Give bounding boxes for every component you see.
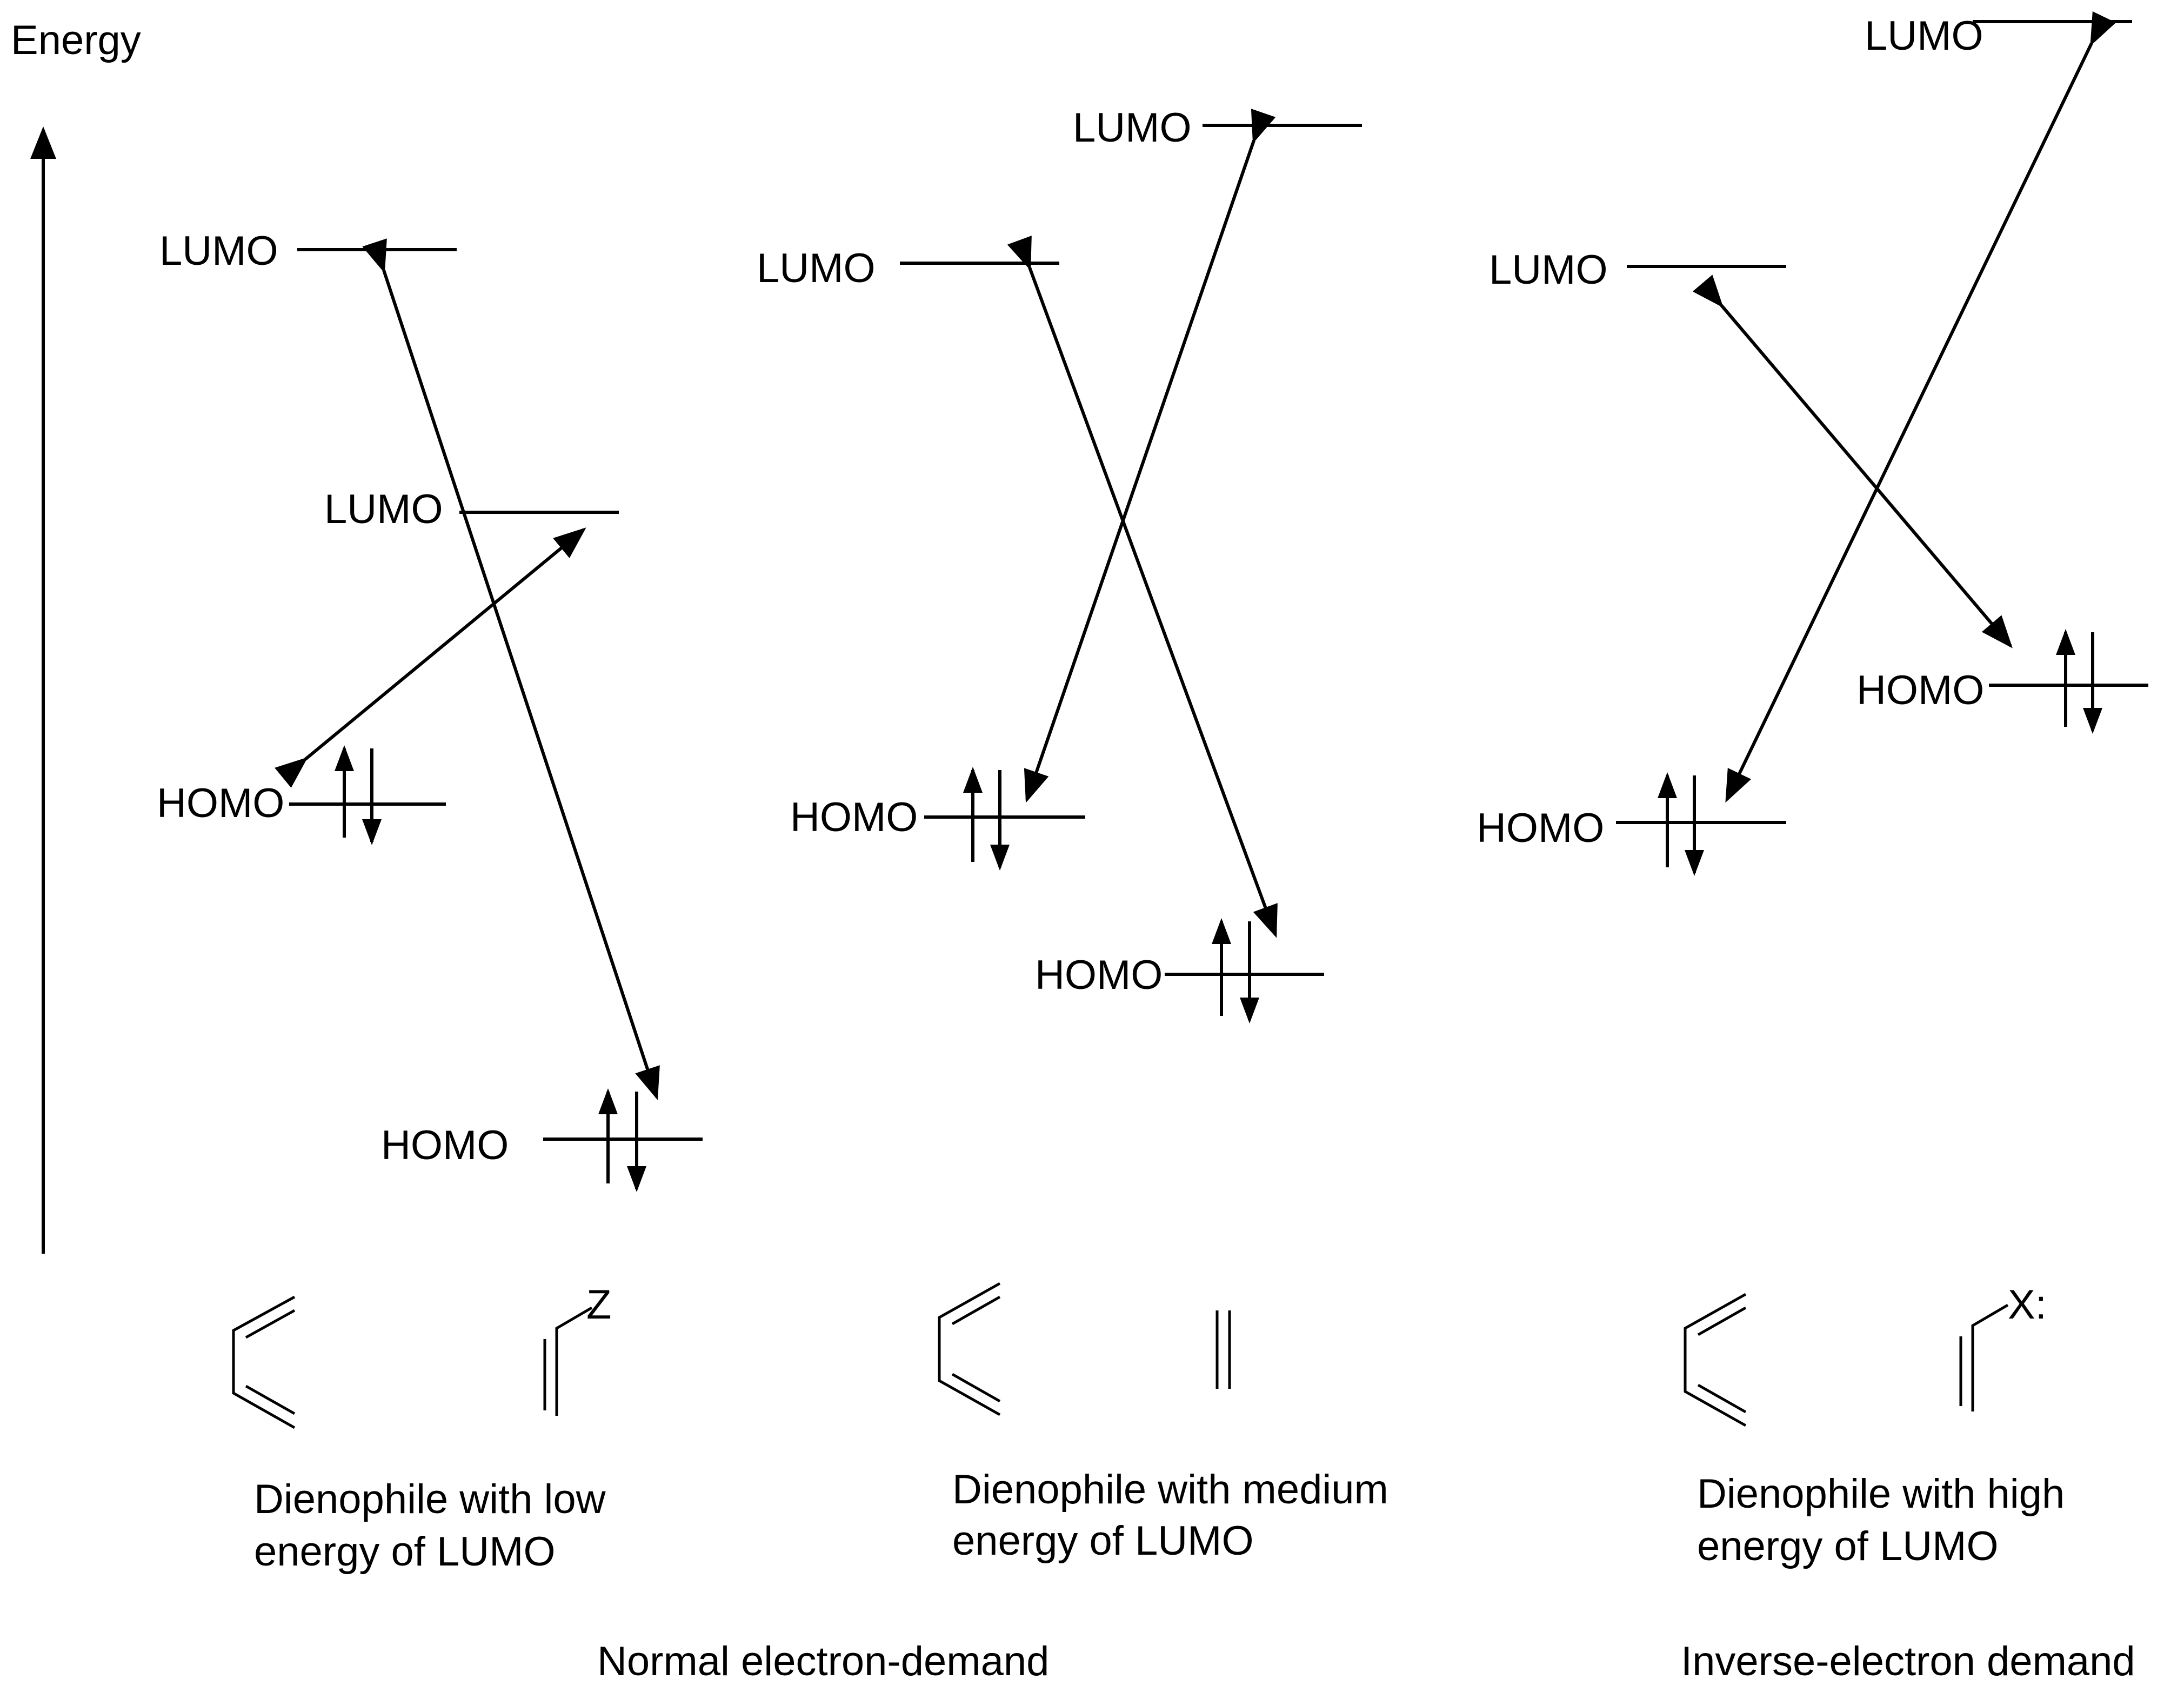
butadiene-structure — [232, 1295, 296, 1429]
dienophile-z-structure: Z — [543, 1282, 611, 1416]
ethylene-structure — [1215, 1310, 1231, 1389]
caption-line: Dienophile with medium — [952, 1467, 1388, 1513]
substituent-z: Z — [586, 1282, 611, 1328]
caption-line: energy of LUMO — [1697, 1523, 1999, 1569]
lumo-label: LUMO — [757, 245, 876, 291]
energy-axis-label: Energy — [11, 17, 141, 63]
caption-medium: Dienophile with medium energy of LUMO — [952, 1467, 1388, 1564]
caption-high: Dienophile with high energy of LUMO — [1697, 1471, 2065, 1569]
caption-line: energy of LUMO — [952, 1518, 1254, 1564]
butadiene-structure — [1684, 1293, 1747, 1427]
lumo-label: LUMO — [324, 486, 443, 532]
lumo-label: LUMO — [1865, 13, 1983, 59]
lumo-label: LUMO — [159, 228, 278, 274]
homo-label: HOMO — [790, 794, 918, 840]
interaction-arrow — [1024, 109, 1276, 803]
energy-axis: Energy — [11, 17, 141, 1254]
interaction-arrow — [1007, 236, 1278, 938]
lumo-label: LUMO — [1489, 247, 1608, 293]
footer-normal-demand: Normal electron-demand — [597, 1638, 1049, 1684]
homo-label: HOMO — [157, 780, 284, 826]
interaction-arrow — [275, 527, 586, 788]
lumo-label: LUMO — [1073, 105, 1192, 151]
panel-low: LUMO LUMO HOMO HOMO — [157, 228, 703, 1192]
caption-line: Dienophile with high — [1697, 1471, 2065, 1517]
footer-inverse-demand: Inverse-electron demand — [1681, 1638, 2135, 1684]
caption-low: Dienophile with low energy of LUMO — [254, 1476, 606, 1575]
caption-line: Dienophile with low — [254, 1476, 606, 1522]
homo-label: HOMO — [1477, 805, 1604, 851]
homo-label: HOMO — [1856, 667, 1984, 713]
panel-high: LUMO LUMO HOMO HOMO — [1477, 11, 2148, 876]
caption-line: energy of LUMO — [254, 1529, 556, 1575]
substituent-x: X: — [2008, 1282, 2047, 1328]
panel-medium: LUMO LUMO HOMO HOMO — [757, 105, 1362, 1023]
interaction-arrow — [362, 238, 660, 1100]
interaction-arrow — [1725, 11, 2116, 803]
interaction-arrow — [1692, 275, 2013, 648]
dienophile-x-structure: X: — [1959, 1282, 2047, 1411]
homo-label: HOMO — [381, 1122, 509, 1168]
homo-label: HOMO — [1035, 952, 1163, 998]
butadiene-structure — [938, 1282, 1001, 1416]
